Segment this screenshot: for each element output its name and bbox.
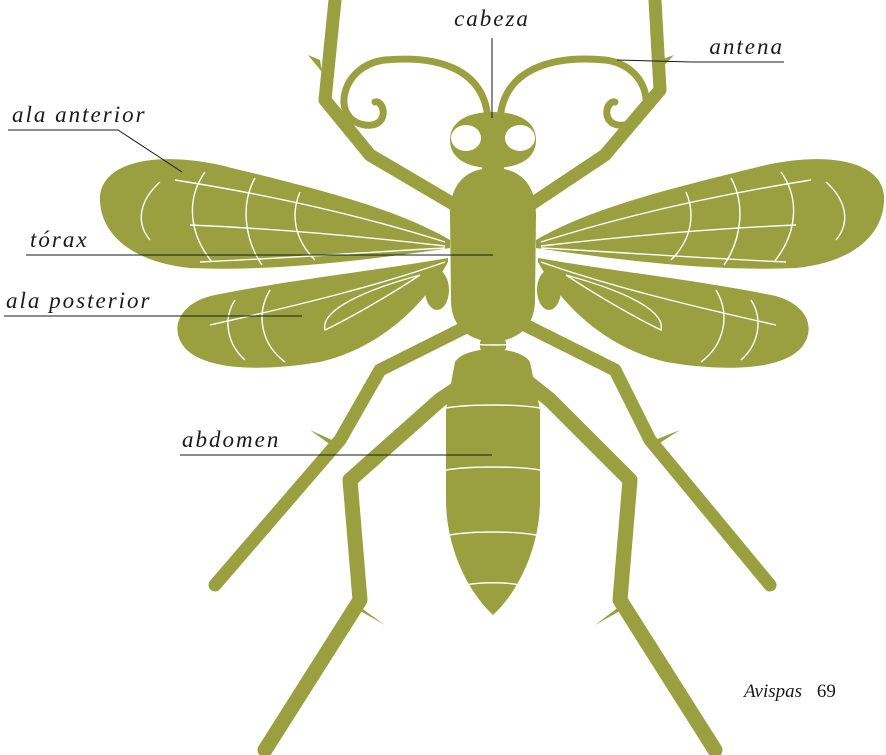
page-number: 69 (817, 681, 836, 702)
label-antena: antena (709, 34, 784, 59)
label-cabeza: cabeza (454, 6, 530, 31)
hind-leg-left (265, 380, 470, 750)
forewing-right (536, 159, 884, 269)
body (425, 112, 561, 615)
label-ala-posterior: ala posterior (6, 288, 151, 313)
antenna-right (500, 59, 646, 125)
hind-leg-right (525, 380, 715, 750)
abdomen (446, 349, 540, 615)
page-footer: Avispas 69 (744, 681, 836, 703)
label-ala-anterior: ala anterior (12, 102, 147, 127)
label-torax: tórax (30, 227, 89, 252)
antenna-left (344, 59, 488, 125)
front-leg-right (530, 0, 660, 205)
label-abdomen: abdomen (182, 427, 280, 452)
leader-antena (617, 60, 784, 62)
eye-left (451, 125, 481, 151)
eye-right (505, 125, 535, 151)
running-title: Avispas (744, 681, 802, 702)
